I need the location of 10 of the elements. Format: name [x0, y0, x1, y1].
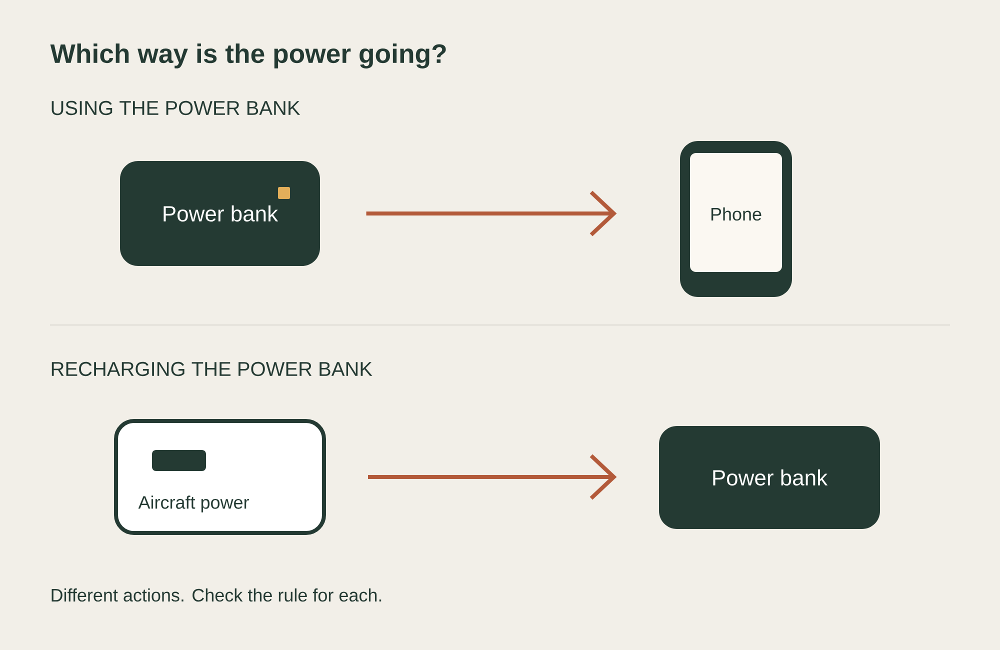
arrow	[366, 190, 617, 236]
section-heading: USING THE POWER BANK	[52, 100, 300, 116]
caption: Different actions. Check the rule for each.	[52, 588, 382, 602]
arrow	[368, 454, 617, 500]
phone-drawing: Phone	[680, 141, 792, 297]
power-bank-box: Power bank	[659, 426, 880, 529]
power-bank-box: Power bank	[120, 161, 320, 266]
section-heading: RECHARGING THE POWER BANK	[52, 362, 372, 376]
title: Which way is the power going?	[50, 44, 446, 68]
power-source-box: Aircraft power	[114, 419, 326, 535]
